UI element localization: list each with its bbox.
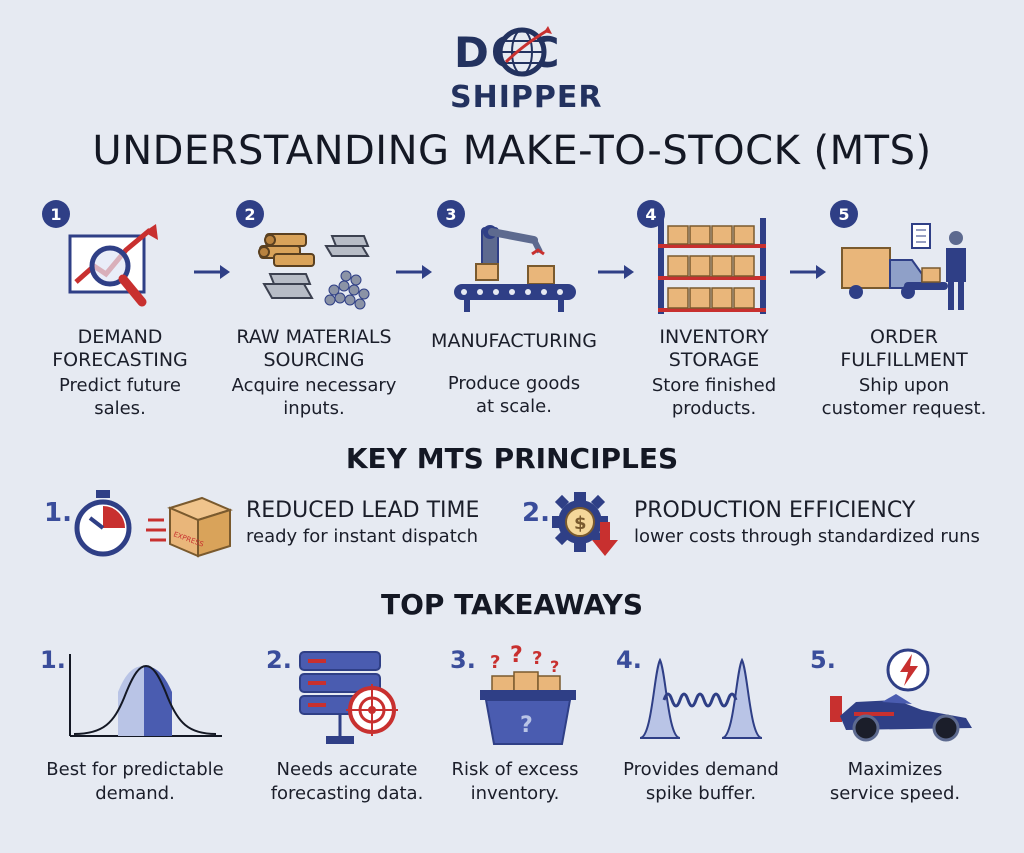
takeaway-desc-5: Maximizes service speed. (800, 758, 990, 806)
step-desc-line: Store finished (651, 375, 777, 396)
step-desc-5: Ship upon customer request. (804, 374, 1004, 420)
step-desc-line: customer request. (821, 398, 987, 419)
step-title-line: SOURCING (263, 349, 365, 371)
takeaway-line: Provides demand (623, 759, 779, 780)
takeaway-line: Risk of excess (451, 759, 579, 780)
step-desc-line: Produce goods (447, 373, 581, 394)
step-title-2: RAW MATERIALS SOURCING (214, 326, 414, 372)
step-title-line: FORECASTING (52, 349, 188, 371)
step-desc-line: products. (671, 398, 757, 419)
page-title: UNDERSTANDING MAKE-TO-STOCK (MTS) (92, 128, 932, 174)
step-title-line: INVENTORY (659, 326, 769, 348)
step-desc-1: Predict future sales. (20, 374, 220, 420)
delivery-truck-icon (841, 223, 966, 310)
principles-heading: KEY MTS PRINCIPLES (345, 442, 679, 475)
gear-dollar-icon: $ (552, 492, 618, 556)
takeaway-line: Needs accurate (276, 759, 418, 780)
step-desc-line: Ship upon (858, 375, 950, 396)
svg-text:?: ? (532, 648, 542, 669)
step-desc-4: Store finished products. (614, 374, 814, 420)
principle-desc-1: ready for instant dispatch (246, 526, 479, 547)
takeaway-line: service speed. (829, 783, 961, 804)
step-title-line: ORDER (870, 326, 938, 348)
svg-text:?: ? (550, 657, 559, 676)
step-title-line: MANUFACTURING (431, 330, 597, 352)
stopwatch-icon (74, 490, 132, 557)
svg-text:?: ? (510, 643, 523, 668)
arrow-right-icon (598, 265, 634, 279)
principle-title-2: PRODUCTION EFFICIENCY (634, 498, 916, 523)
step-number-1: 1 (42, 200, 70, 228)
takeaway-line: inventory. (470, 783, 560, 804)
step-title-1: DEMAND FORECASTING (20, 326, 220, 372)
docshipper-logo: DOC SHIPPER (440, 18, 601, 118)
step-title-line: STORAGE (668, 349, 760, 371)
takeaway-number-5: 5. (810, 646, 836, 674)
principle-number-1: 1. (44, 498, 72, 528)
step-desc-line: at scale. (476, 396, 552, 417)
takeaway-line: spike buffer. (645, 783, 757, 804)
bell-curve-icon (69, 654, 222, 737)
takeaway-number-4: 4. (616, 646, 642, 674)
takeaway-desc-1: Best for predictable demand. (40, 758, 230, 806)
takeaway-desc-4: Provides demand spike buffer. (606, 758, 796, 806)
takeaway-desc-2: Needs accurate forecasting data. (252, 758, 442, 806)
takeaways-heading: TOP TAKEAWAYS (380, 588, 644, 621)
takeaway-line: Best for predictable (46, 759, 224, 780)
svg-text:?: ? (490, 652, 500, 673)
logo-line-2: SHIPPER (450, 80, 603, 115)
step-desc-line: Acquire necessary (231, 375, 397, 396)
arrow-right-icon (396, 265, 432, 279)
takeaway-line: demand. (95, 783, 175, 804)
principle-desc-2: lower costs through standardized runs (634, 526, 980, 547)
race-car-icon (830, 648, 972, 742)
step-desc-2: Acquire necessary inputs. (214, 374, 414, 420)
server-target-icon (299, 651, 398, 744)
express-box-icon: EXPRESS (146, 496, 233, 558)
svg-text:$: $ (574, 513, 587, 534)
question-bin-icon: ???? ? (480, 643, 576, 745)
step-title-4: INVENTORY STORAGE (614, 326, 814, 372)
step-number-3: 3 (437, 200, 465, 228)
spring-spike-icon (639, 657, 763, 739)
step-desc-line: sales. (94, 398, 146, 419)
step-title-line: FULFILLMENT (840, 349, 968, 371)
takeaway-number-3: 3. (450, 646, 476, 674)
raw-materials-icon (258, 233, 370, 310)
arrow-right-icon (194, 265, 230, 279)
step-title-3: MANUFACTURING (414, 330, 614, 353)
takeaway-number-1: 1. (40, 646, 66, 674)
warehouse-shelves-icon (658, 218, 766, 314)
robot-arm-conveyor-icon (454, 225, 576, 312)
principle-number-2: 2. (522, 498, 550, 528)
step-desc-line: Predict future (58, 375, 181, 396)
step-number-2: 2 (236, 200, 264, 228)
takeaway-line: forecasting data. (270, 783, 424, 804)
step-number-5: 5 (830, 200, 858, 228)
takeaway-line: Maximizes (847, 759, 943, 780)
principle-title-1: REDUCED LEAD TIME (246, 498, 480, 523)
step-desc-3: Produce goods at scale. (414, 372, 614, 418)
svg-text:?: ? (520, 713, 533, 738)
arrow-right-icon (790, 265, 826, 279)
step-title-line: DEMAND (77, 326, 163, 348)
forecast-chart-icon (68, 224, 158, 307)
step-title-5: ORDER FULFILLMENT (804, 326, 1004, 372)
globe-logo-icon (497, 26, 552, 77)
step-desc-line: inputs. (283, 398, 345, 419)
takeaway-number-2: 2. (266, 646, 292, 674)
step-title-line: RAW MATERIALS (236, 326, 392, 348)
takeaway-desc-3: Risk of excess inventory. (430, 758, 600, 806)
